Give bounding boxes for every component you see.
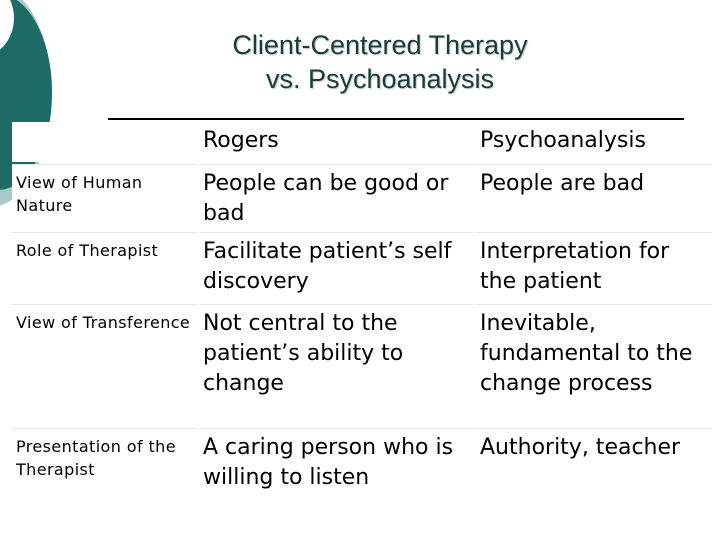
- column-header-rogers: Rogers: [199, 122, 474, 162]
- white-circle: [0, 0, 14, 50]
- title-line-2: vs. Psychoanalysis: [265, 64, 495, 94]
- table-row: View of Transference Not central to the …: [12, 304, 712, 426]
- rogers-cell: A caring person who is willing to listen: [199, 428, 474, 494]
- psychoanalysis-cell: Authority, teacher: [476, 428, 712, 494]
- table-row: View of Human Nature People can be good …: [12, 164, 712, 230]
- comparison-table: Rogers Psychoanalysis View of Human Natu…: [10, 120, 714, 496]
- psychoanalysis-cell: Inevitable, fundamental to the change pr…: [476, 304, 712, 426]
- row-label: View of Human Nature: [12, 164, 197, 230]
- rogers-cell: Not central to the patient’s ability to …: [199, 304, 474, 426]
- row-label: Presentation of the Therapist: [12, 428, 197, 494]
- column-header-psychoanalysis: Psychoanalysis: [476, 122, 712, 162]
- title-line-1: Client-Centered Therapy: [232, 30, 528, 60]
- header-empty-cell: [12, 122, 197, 162]
- title-divider: [108, 118, 684, 120]
- slide-title: Client-Centered Therapy vs. Psychoanalys…: [190, 28, 570, 96]
- table-row: Role of Therapist Facilitate patient’s s…: [12, 232, 712, 302]
- row-label: Role of Therapist: [12, 232, 197, 302]
- rogers-cell: Facilitate patient’s self discovery: [199, 232, 474, 302]
- rogers-cell: People can be good or bad: [199, 164, 474, 230]
- psychoanalysis-cell: People are bad: [476, 164, 712, 230]
- table-row: Presentation of the Therapist A caring p…: [12, 428, 712, 494]
- psychoanalysis-cell: Interpretation for the patient: [476, 232, 712, 302]
- table-header-row: Rogers Psychoanalysis: [12, 122, 712, 162]
- row-label: View of Transference: [12, 304, 197, 426]
